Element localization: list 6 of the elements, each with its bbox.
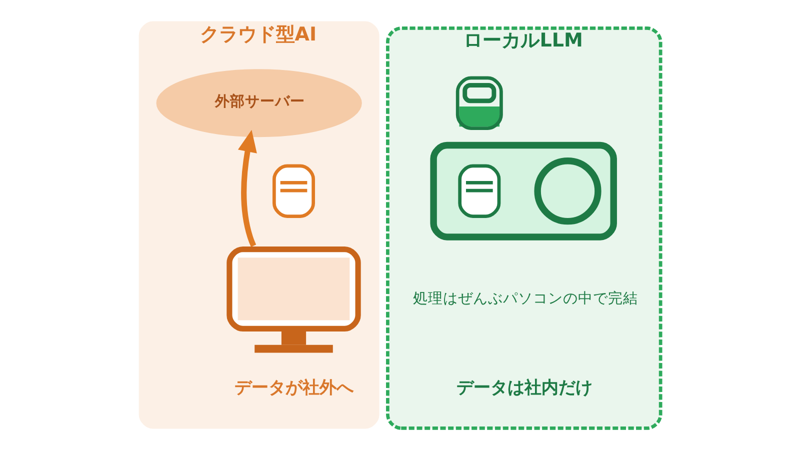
node-lock (456, 76, 503, 130)
node-cycle (534, 158, 602, 225)
cluster (430, 142, 617, 240)
node-ellipse: 外部サーバー (156, 69, 362, 138)
node-label: 処理はぜんぶパソコンの中で完結 (412, 290, 638, 307)
arrow (238, 130, 257, 247)
